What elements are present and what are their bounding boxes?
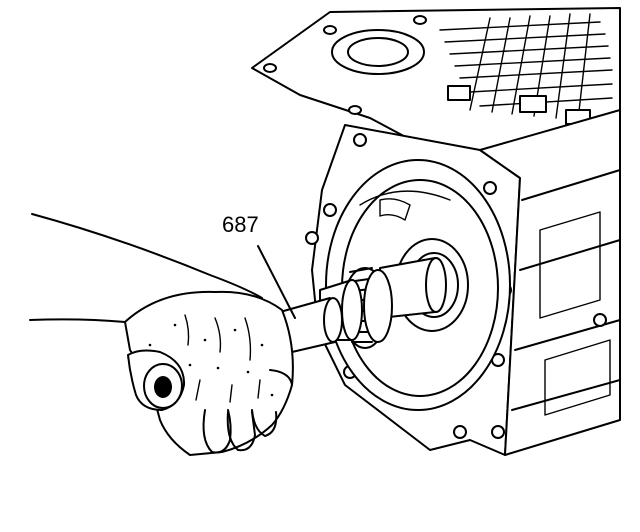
bearing-ring-hole [154,376,172,398]
technician-hand [29,213,294,456]
hand-shading [148,314,274,403]
finger-3 [251,409,278,437]
finger-4 [269,369,293,386]
finger-2 [226,411,256,452]
finger-1 [202,409,232,454]
hand-palm [124,290,294,456]
side-ribs [511,169,621,416]
arm-bottom-edge [29,318,126,323]
callout-label-687: 687 [222,212,259,237]
transmission-case [251,7,621,456]
input-shaft-assembly [279,257,447,353]
flange-bolt-holes [263,15,427,115]
side-body [479,109,621,456]
arm-top-edge [31,213,263,299]
top-port-inner [347,37,409,67]
callout-leader-687 [257,245,296,319]
